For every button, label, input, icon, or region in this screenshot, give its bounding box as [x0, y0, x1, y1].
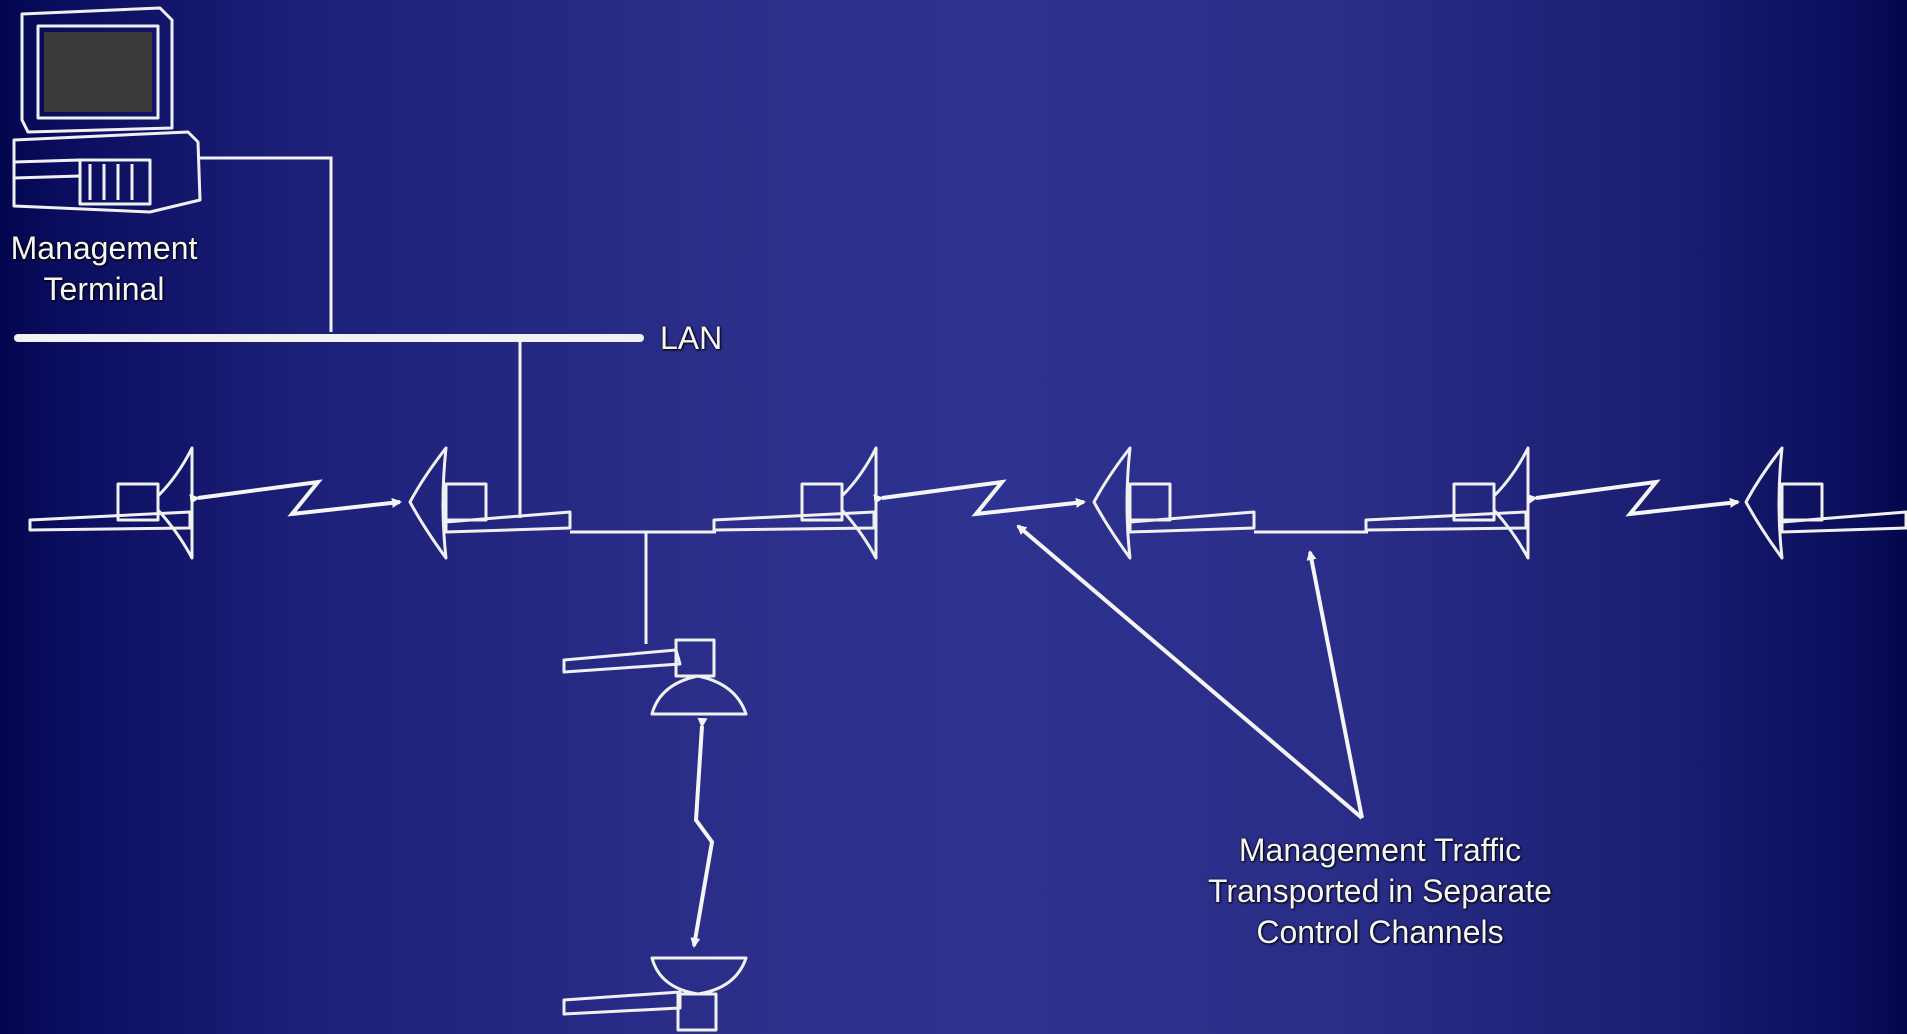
terminal-label-line2: Terminal	[43, 271, 165, 307]
radio-link-icon	[189, 479, 402, 517]
microwave-antenna-icon	[712, 446, 878, 560]
terminal-label-line1: Management	[10, 230, 198, 266]
microwave-antenna-icon	[28, 446, 194, 560]
microwave-antenna-icon	[1744, 446, 1907, 560]
microwave-antenna-icon	[1364, 446, 1530, 560]
traffic-label-line3: Control Channels	[1256, 914, 1504, 950]
traffic-label: Management Traffic Transported in Separa…	[1180, 830, 1580, 953]
callout-arrow	[1306, 550, 1364, 819]
terminal-label: Management Terminal	[4, 228, 204, 310]
callout-arrow	[1016, 524, 1364, 820]
computer-icon	[12, 6, 202, 214]
lan-label: LAN	[660, 320, 723, 356]
radio-link-icon	[1527, 479, 1740, 517]
microwave-antenna-icon	[1092, 446, 1256, 560]
microwave-antenna-icon	[408, 446, 572, 560]
terminal-lan-link	[200, 156, 333, 332]
radio-link-icon	[873, 479, 1086, 517]
radio-link-icon	[690, 717, 715, 948]
microwave-antenna-icon	[562, 956, 748, 1032]
traffic-label-line2: Transported in Separate	[1208, 873, 1552, 909]
traffic-label-line1: Management Traffic	[1238, 832, 1522, 868]
microwave-antenna-icon	[562, 638, 748, 716]
